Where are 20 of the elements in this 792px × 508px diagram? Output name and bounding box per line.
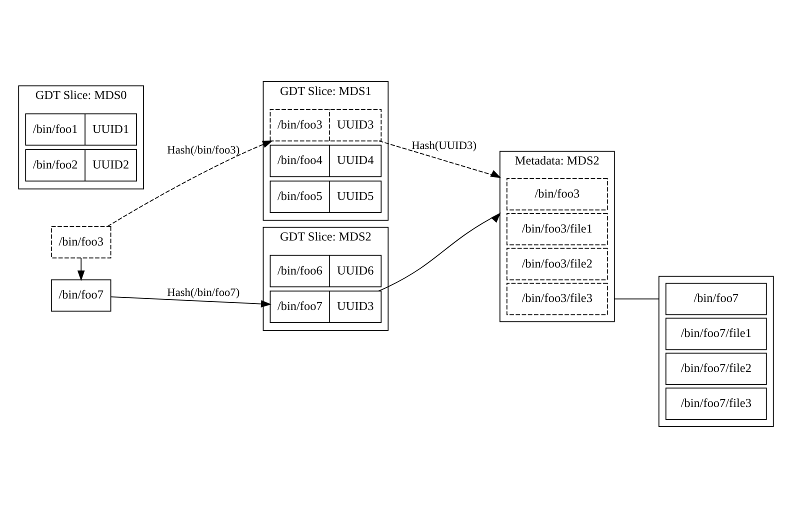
arrow	[110, 296, 272, 308]
node-box: /bin/foo3/file2	[506, 248, 608, 280]
connector	[614, 298, 660, 300]
node-box: /bin/foo3	[50, 226, 112, 258]
edge-label: Hash(/bin/foo7)	[167, 286, 240, 299]
cluster	[658, 276, 774, 427]
arrow	[107, 140, 274, 227]
node-box: /bin/foo7	[665, 282, 767, 316]
arrow	[378, 212, 501, 292]
arrow	[378, 140, 502, 178]
node-box: /bin/foo7/file1	[665, 318, 767, 350]
edge-label: Hash(UUID3)	[412, 140, 476, 152]
node-box: /bin/foo3/file3	[506, 282, 608, 316]
edge-label: Hash(/bin/foo3)	[167, 144, 240, 156]
node-box: /bin/foo7/file2	[665, 352, 767, 386]
node-box: /bin/foo7	[50, 279, 112, 312]
arrow	[77, 258, 85, 281]
node-box: /bin/foo7/file3	[665, 388, 767, 420]
node-box: /bin/foo3/file1	[506, 212, 608, 246]
node-box: /bin/foo3	[506, 178, 608, 210]
